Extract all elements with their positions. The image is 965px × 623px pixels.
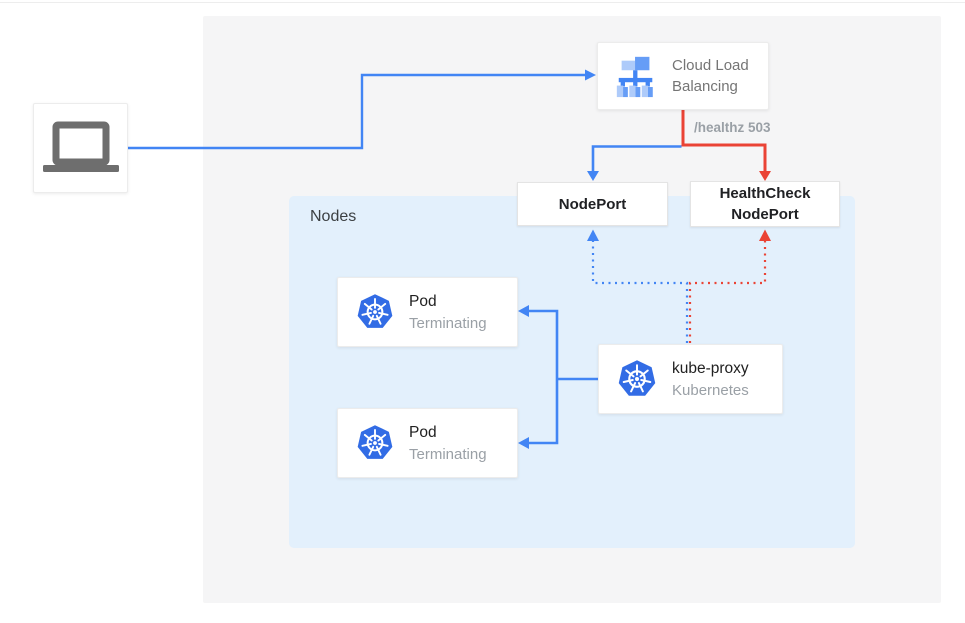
- kubernetes-icon: [618, 360, 656, 396]
- pod-status: Terminating: [409, 314, 487, 332]
- kube-proxy-subtitle: Kubernetes: [672, 381, 749, 399]
- client-node: [33, 103, 128, 193]
- cloud-load-balancing-icon: [616, 56, 653, 98]
- healthcheck-nodeport-label: HealthCheck NodePort: [719, 185, 811, 223]
- kubernetes-icon: [357, 425, 393, 459]
- laptop-icon: [42, 121, 119, 172]
- healthcheck-nodeport-node: HealthCheck NodePort: [690, 181, 840, 227]
- pod-status: Terminating: [409, 445, 487, 463]
- pod-terminating-node-1: Pod Terminating: [337, 277, 518, 347]
- kubernetes-icon: [357, 294, 393, 328]
- top-hairline: [0, 2, 965, 3]
- kube-proxy-title: kube-proxy: [672, 359, 749, 377]
- nodeport-node: NodePort: [517, 182, 668, 226]
- pod-terminating-node-2: Pod Terminating: [337, 408, 518, 478]
- nodeport-label: NodePort: [558, 195, 627, 213]
- healthz-503-label: /healthz 503: [694, 120, 771, 135]
- cloud-load-balancing-node: Cloud Load Balancing: [597, 42, 769, 110]
- pod-title: Pod: [409, 423, 437, 441]
- kube-proxy-node: kube-proxy Kubernetes: [598, 344, 783, 414]
- nodes-group-label: Nodes: [310, 208, 357, 225]
- clb-title: Cloud Load Balancing: [672, 57, 749, 95]
- pod-title: Pod: [409, 292, 437, 310]
